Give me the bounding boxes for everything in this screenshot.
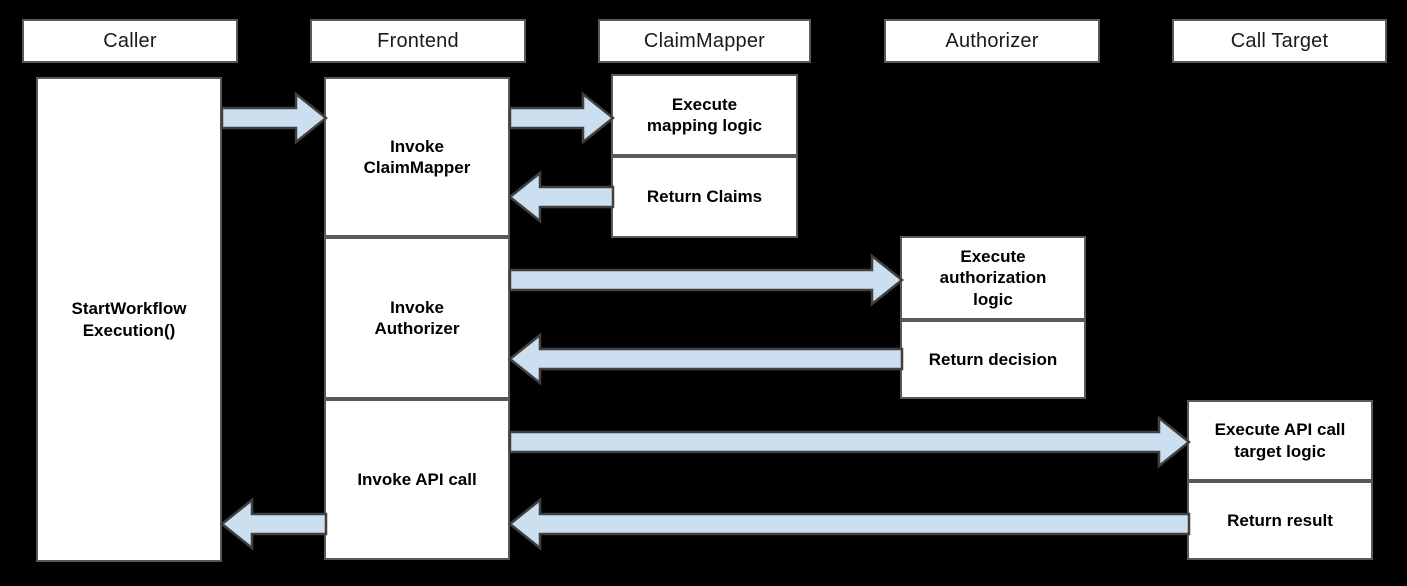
arrow-frontend-to-caller[interactable]: [219, 497, 328, 551]
activation-calltarget-return-result[interactable]: Return result: [1187, 481, 1373, 560]
activation-claimmapper-return-claims[interactable]: Return Claims: [611, 156, 798, 238]
participant-header-claimmapper[interactable]: ClaimMapper: [598, 19, 811, 63]
participant-header-frontend[interactable]: Frontend: [310, 19, 526, 63]
participant-header-authorizer[interactable]: Authorizer: [884, 19, 1100, 63]
activation-frontend-invoke-api-call[interactable]: Invoke API call: [324, 399, 510, 560]
arrow-claimmapper-to-frontend[interactable]: [507, 170, 615, 224]
participant-label: Call Target: [1230, 29, 1329, 52]
arrow-frontend-to-calltarget[interactable]: [508, 415, 1192, 469]
participant-label: Frontend: [377, 29, 459, 52]
activation-label: Return result: [1227, 510, 1333, 530]
participant-label: Authorizer: [945, 29, 1039, 52]
arrow-frontend-to-claimmapper[interactable]: [508, 91, 616, 145]
participant-header-calltarget[interactable]: Call Target: [1172, 19, 1387, 63]
arrow-calltarget-to-frontend[interactable]: [507, 497, 1191, 551]
activation-label: Return decision: [928, 349, 1058, 369]
participant-label: Caller: [103, 29, 157, 52]
arrow-caller-to-frontend[interactable]: [220, 91, 329, 145]
participant-header-caller[interactable]: Caller: [22, 19, 238, 63]
activation-label: Return Claims: [646, 187, 763, 207]
activation-label: Invoke API call: [357, 469, 477, 489]
arrow-frontend-to-authorizer[interactable]: [508, 253, 905, 307]
activation-authorizer-return-decision[interactable]: Return decision: [900, 320, 1086, 399]
participant-label: ClaimMapper: [643, 29, 766, 52]
arrow-authorizer-to-frontend[interactable]: [507, 332, 904, 386]
